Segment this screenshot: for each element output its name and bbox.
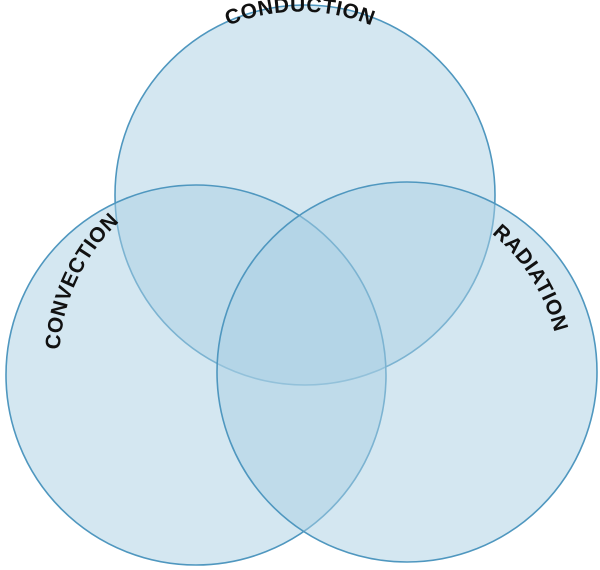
radiation-circle xyxy=(216,181,598,563)
